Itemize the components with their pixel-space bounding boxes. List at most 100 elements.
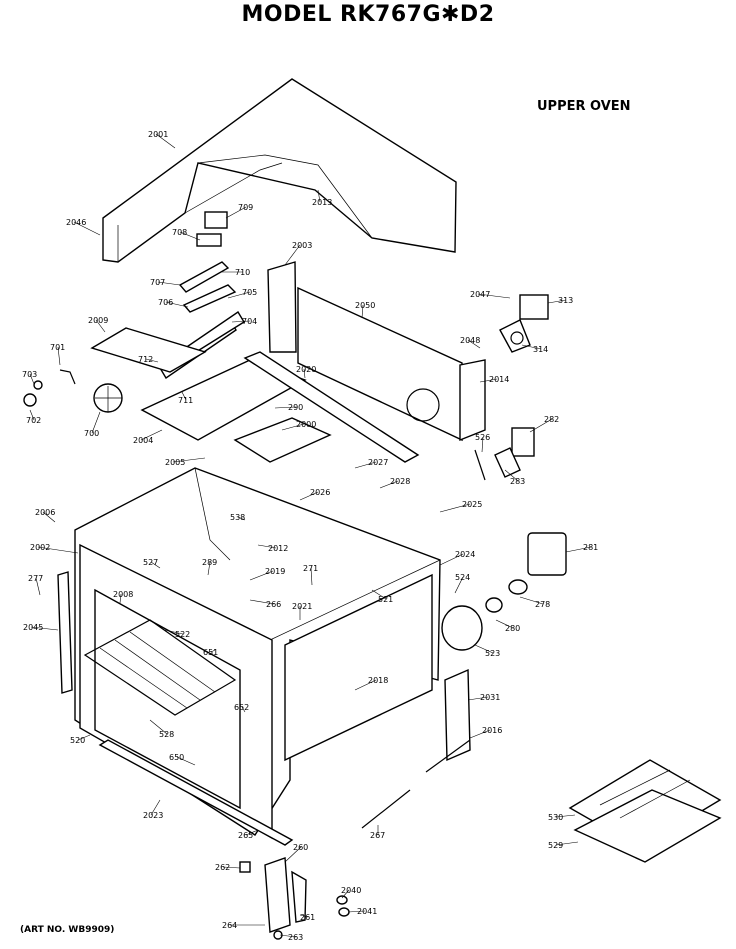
panel-2009 [90,327,207,373]
leader-line-p271 [310,567,313,586]
leader-line-p2047 [477,293,511,299]
callout-p289: 289 [202,558,217,567]
callout-p271: 271 [303,564,318,573]
callout-p2018: 2018 [368,676,388,685]
diagram-title: MODEL RK767G✱D2 [241,2,495,27]
callout-p2005: 2005 [165,458,185,467]
callout-p262: 262 [215,863,230,872]
callout-p2004: 2004 [133,436,153,445]
back-panel-2050 [297,286,463,442]
callout-p2045: 2045 [23,623,43,632]
callout-p712: 712 [138,355,153,364]
leader-line-p282 [529,418,553,433]
callout-p703: 703 [22,370,37,379]
callout-p708: 708 [172,228,187,237]
callout-p260: 260 [293,843,308,852]
callout-p711: 711 [178,396,193,405]
leader-line-p2045 [30,626,59,631]
callout-p2012: 2012 [268,544,288,553]
leader-line-p2026 [299,491,319,501]
hinge-bracket-parts [159,211,245,379]
leader-line-p523 [474,644,494,654]
callout-p2023: 2023 [143,811,163,820]
leader-line-p711 [181,391,187,401]
leader-line-p2028 [379,480,399,489]
spring-267 [361,789,411,829]
callout-p2000: 2000 [296,420,316,429]
callout-p2050: 2050 [355,301,375,310]
callout-p283: 283 [510,477,525,486]
leader-line-p706 [165,301,189,308]
leader-line-p280 [495,619,514,629]
callout-p651: 651 [203,648,218,657]
leader-lines [29,133,592,938]
leader-line-p650 [176,756,196,766]
leader-line-p2020 [303,368,306,379]
callout-p529: 529 [548,841,563,850]
callout-p2021: 2021 [292,602,312,611]
callout-p277: 277 [28,574,43,583]
broiler-pan-set [568,759,722,863]
leader-line-p2050 [361,304,364,319]
callout-p527: 527 [143,558,158,567]
leader-line-p263 [279,934,297,938]
side-panel-2021 [284,573,433,762]
leader-line-p265 [245,829,259,836]
callout-p278: 278 [535,600,550,609]
callout-p263: 263 [288,933,303,942]
callout-p2025: 2025 [462,500,482,509]
leader-line-p528 [149,719,168,735]
callout-p2019: 2019 [265,567,285,576]
callout-p702: 702 [26,416,41,425]
leader-line-p700 [91,411,101,434]
callout-p2046: 2046 [66,218,86,227]
leader-line-p2019 [249,570,274,581]
leader-line-p2031 [467,696,489,701]
oven-light-assembly [441,532,567,651]
bottom-trim-2023 [98,739,294,846]
oven-rack [83,619,237,716]
leader-line-p538 [237,516,246,521]
callout-p2014: 2014 [489,375,509,384]
callout-p2028: 2028 [390,477,410,486]
fan-motor-assembly [499,294,549,353]
callout-p290: 290 [288,403,303,412]
leader-line-p289 [207,561,211,576]
callout-p710: 710 [235,268,250,277]
leader-line-p524 [454,576,464,594]
leader-line-p314 [521,344,542,350]
callout-p700: 700 [84,429,99,438]
leader-line-p2004 [140,429,163,441]
leader-line-p704 [231,320,251,323]
leader-line-p712 [145,358,159,363]
leader-line-p2003 [284,244,301,266]
callout-p2002: 2002 [30,543,50,552]
callout-p2001: 2001 [148,130,168,139]
leader-line-p283 [504,469,519,482]
art-number: (ART NO. WB9909) [20,925,115,935]
leader-line-p281 [565,546,592,553]
callout-p2006: 2006 [35,508,55,517]
callout-p2003: 2003 [292,241,312,250]
callout-p2024: 2024 [455,550,475,559]
leader-line-p705 [227,291,251,299]
callout-p264: 264 [222,921,237,930]
callout-p281: 281 [583,543,598,552]
callout-p2027: 2027 [368,458,388,467]
outer-top-cover [102,78,457,263]
callout-p2020: 2020 [296,365,316,374]
leader-line-p526 [481,436,484,453]
callout-p521: 521 [378,595,393,604]
side-strip-2003 [267,261,297,353]
leader-line-p702 [29,409,35,421]
callout-p2009: 2009 [88,316,108,325]
callout-p2026: 2026 [310,488,330,497]
leader-line-p290 [274,406,297,409]
callout-p265: 265 [238,831,253,840]
callout-p705: 705 [242,288,257,297]
part-callouts: 2001201320467097087107072003204731370670… [22,130,598,942]
leader-line-p2000 [281,423,305,431]
callout-p280: 280 [505,624,520,633]
